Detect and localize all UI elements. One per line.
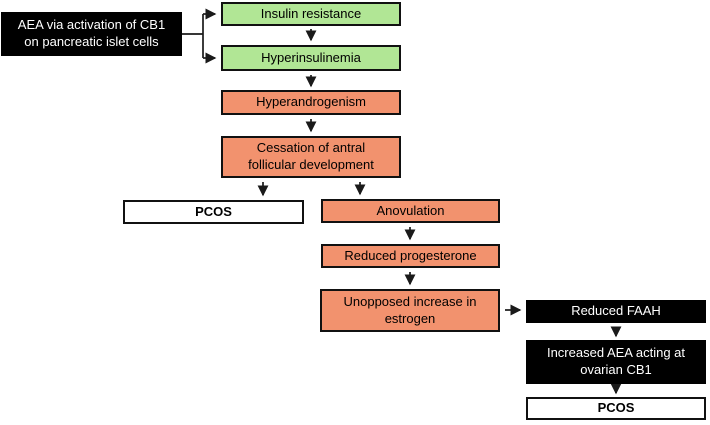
node-aea-islet: AEA via activation of CB1 on pancreatic … bbox=[1, 12, 182, 56]
node-hyperinsulinemia-label: Hyperinsulinemia bbox=[261, 49, 361, 65]
node-insulin-resistance-label: Insulin resistance bbox=[260, 5, 362, 21]
node-reduced-faah-label: Reduced FAAH bbox=[571, 303, 661, 319]
branch-connector-aea bbox=[182, 14, 204, 58]
node-unopposed-estrogen-label: Unopposed increase in estrogen bbox=[343, 293, 477, 326]
node-reduced-faah: Reduced FAAH bbox=[526, 300, 706, 323]
node-reduced-progesterone: Reduced progesterone bbox=[321, 244, 500, 268]
node-hyperinsulinemia: Hyperinsulinemia bbox=[221, 45, 401, 71]
node-hyperandrogenism-label: Hyperandrogenism bbox=[256, 94, 366, 110]
node-reduced-progesterone-label: Reduced progesterone bbox=[344, 247, 477, 263]
node-anovulation-label: Anovulation bbox=[376, 202, 445, 218]
node-anovulation: Anovulation bbox=[321, 199, 500, 223]
node-pcos-right-label: PCOS bbox=[597, 400, 635, 416]
node-aea-islet-label: AEA via activation of CB1 on pancreatic … bbox=[17, 17, 166, 49]
node-pcos-right: PCOS bbox=[526, 397, 706, 420]
node-pcos-left: PCOS bbox=[123, 200, 304, 224]
node-unopposed-estrogen: Unopposed increase in estrogen bbox=[320, 289, 500, 332]
node-increased-aea-label: Increased AEA acting at ovarian CB1 bbox=[546, 345, 686, 377]
node-hyperandrogenism: Hyperandrogenism bbox=[221, 90, 401, 115]
node-cessation: Cessation of antral follicular developme… bbox=[221, 136, 401, 178]
node-insulin-resistance: Insulin resistance bbox=[221, 2, 401, 26]
node-pcos-left-label: PCOS bbox=[195, 203, 232, 219]
node-increased-aea: Increased AEA acting at ovarian CB1 bbox=[526, 340, 706, 384]
node-cessation-label: Cessation of antral follicular developme… bbox=[248, 140, 374, 172]
